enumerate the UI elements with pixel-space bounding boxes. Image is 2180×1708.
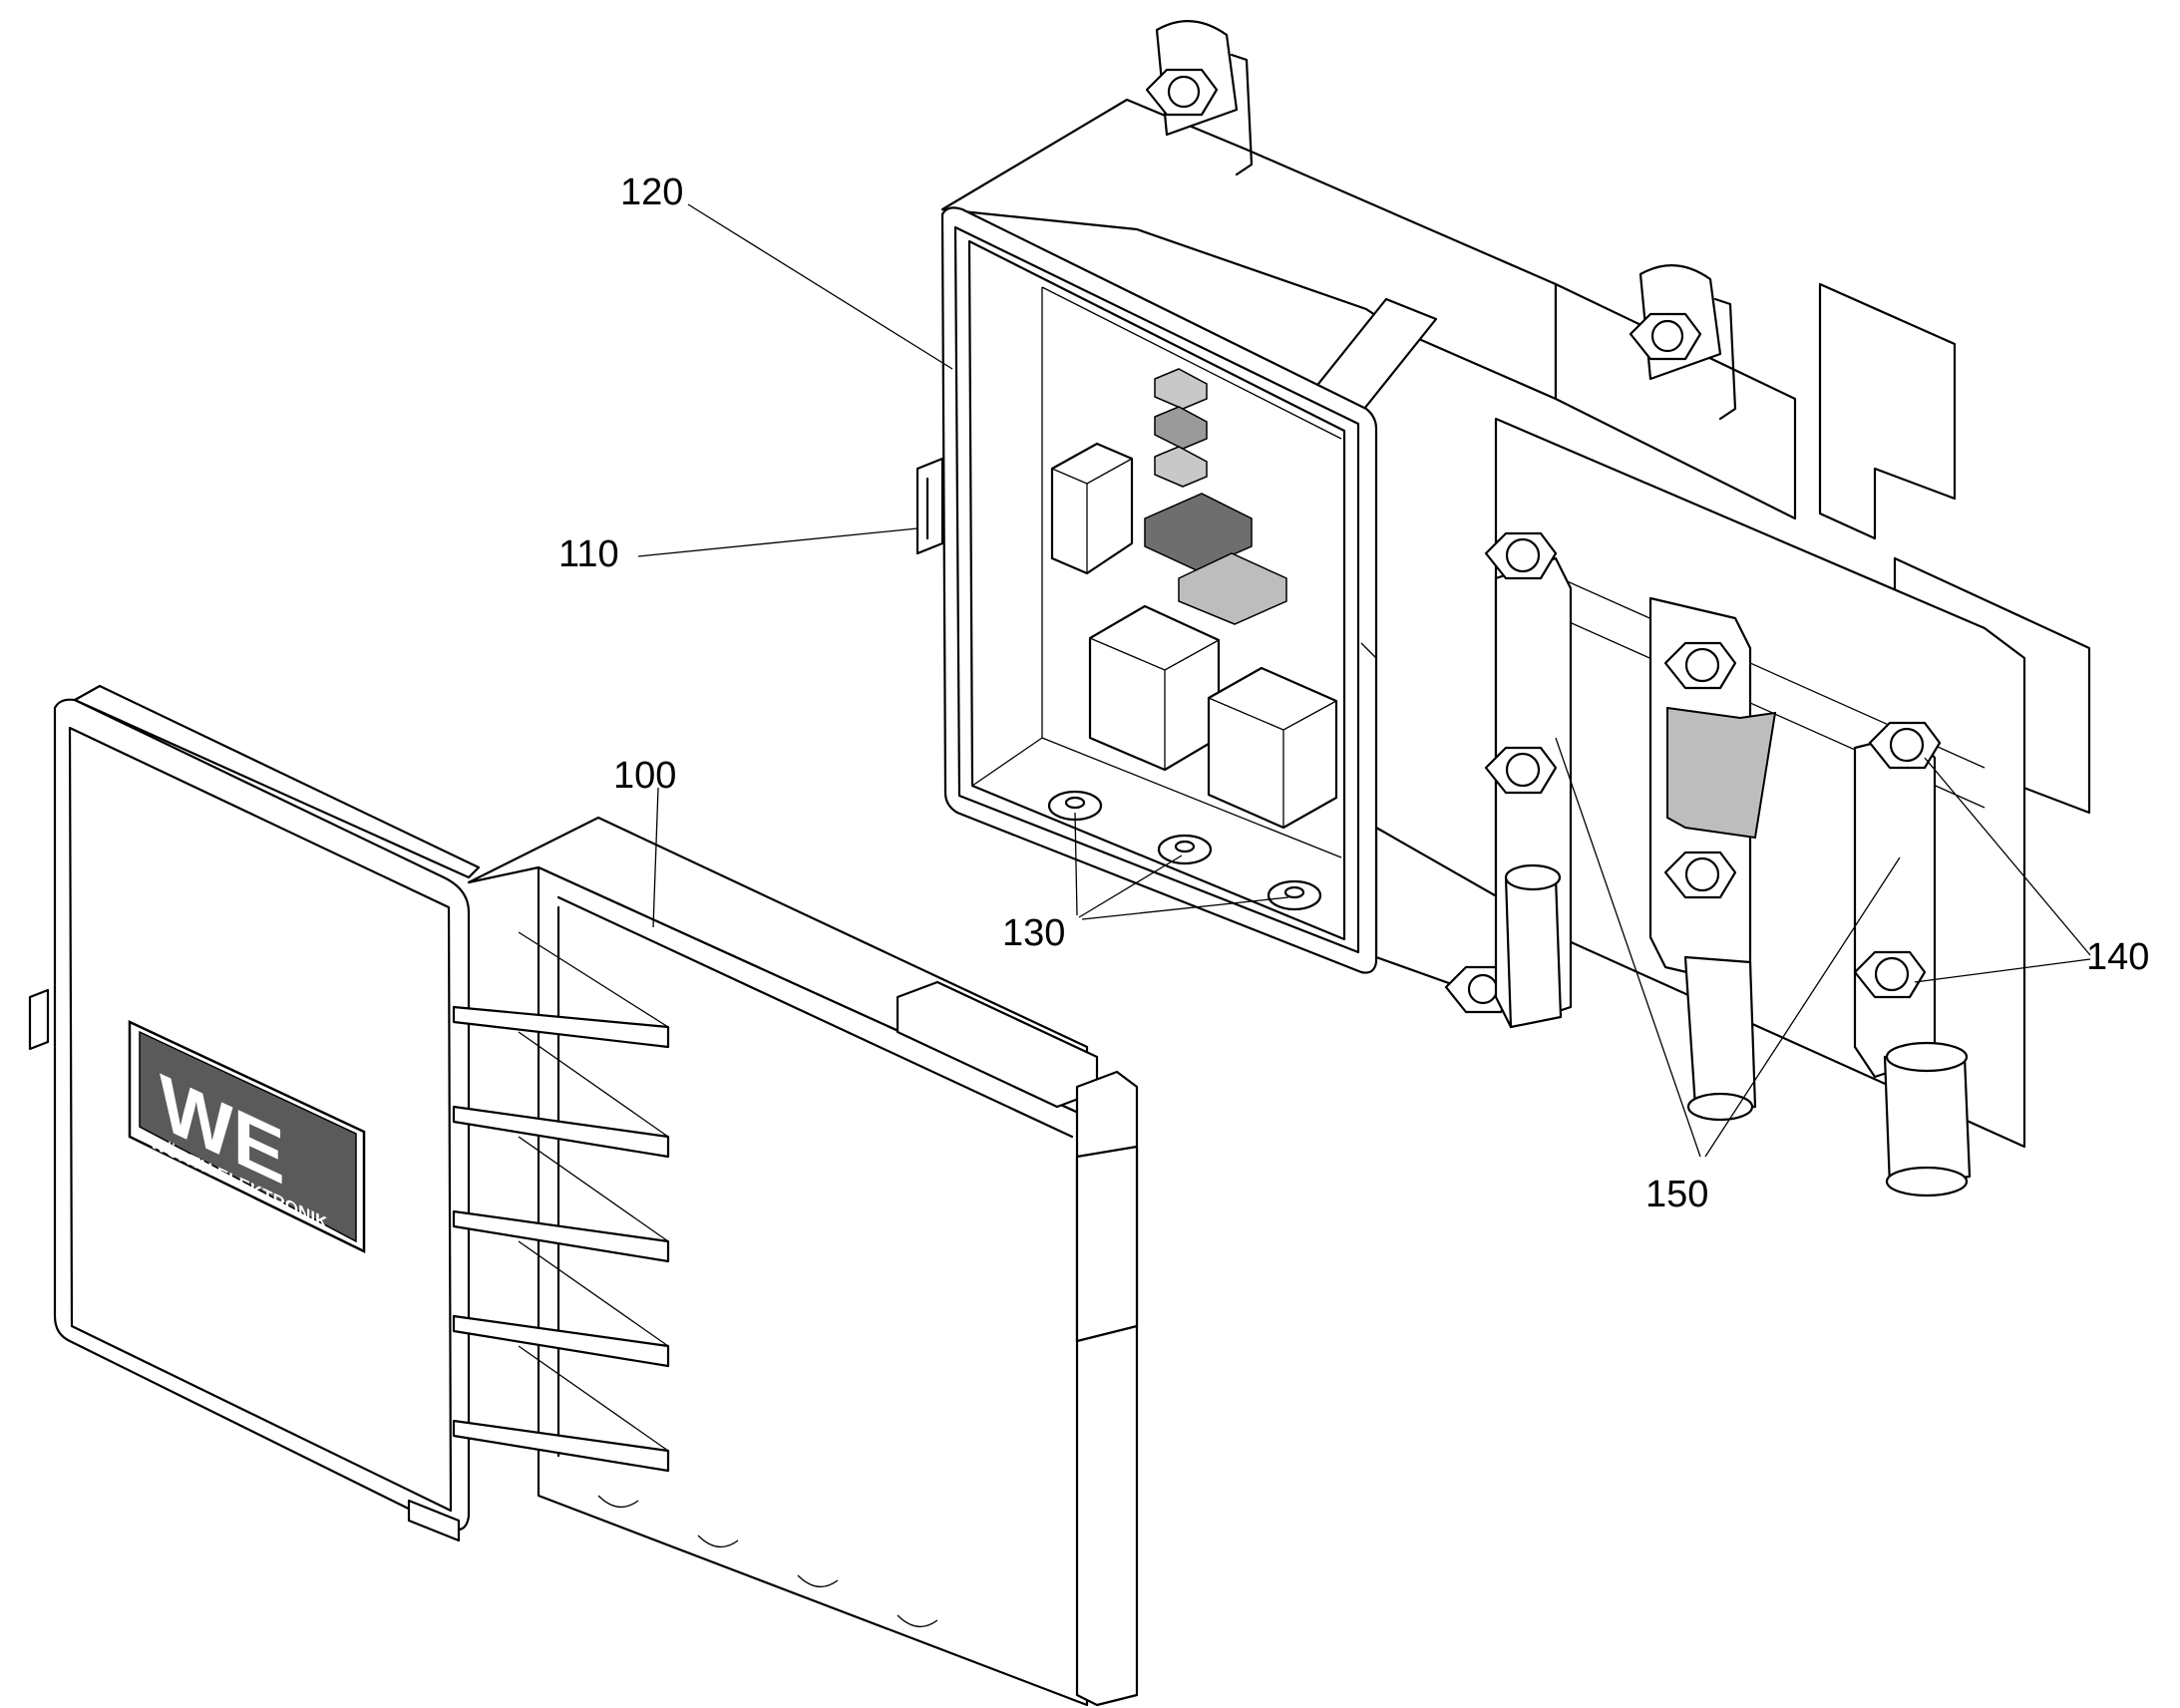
label-140: 140	[2086, 936, 2149, 978]
screw-bosses-130	[1047, 790, 1322, 911]
cover-100	[28, 684, 1139, 1707]
manufacturer-logo: WE WÜRTH ELEKTRONIK	[128, 1020, 366, 1254]
pcb-components	[1050, 368, 1338, 830]
busbar-right-150	[1853, 721, 1972, 1197]
leader-lines	[637, 203, 2091, 1158]
mounting-bolt-top-left	[1145, 20, 1254, 176]
label-100: 100	[613, 755, 676, 797]
label-120: 120	[620, 171, 683, 213]
mounting-bolt-top-right	[1629, 264, 1737, 421]
reference-labels: 120 110 100 130 140 150	[558, 171, 2149, 1215]
label-130: 130	[1002, 912, 1065, 954]
fuse-assembly	[1648, 596, 1777, 1122]
label-150: 150	[1645, 1174, 1708, 1215]
housing-rim-120	[940, 206, 1378, 974]
label-110: 110	[558, 533, 619, 575]
busbar-left-150	[1484, 531, 1573, 1029]
